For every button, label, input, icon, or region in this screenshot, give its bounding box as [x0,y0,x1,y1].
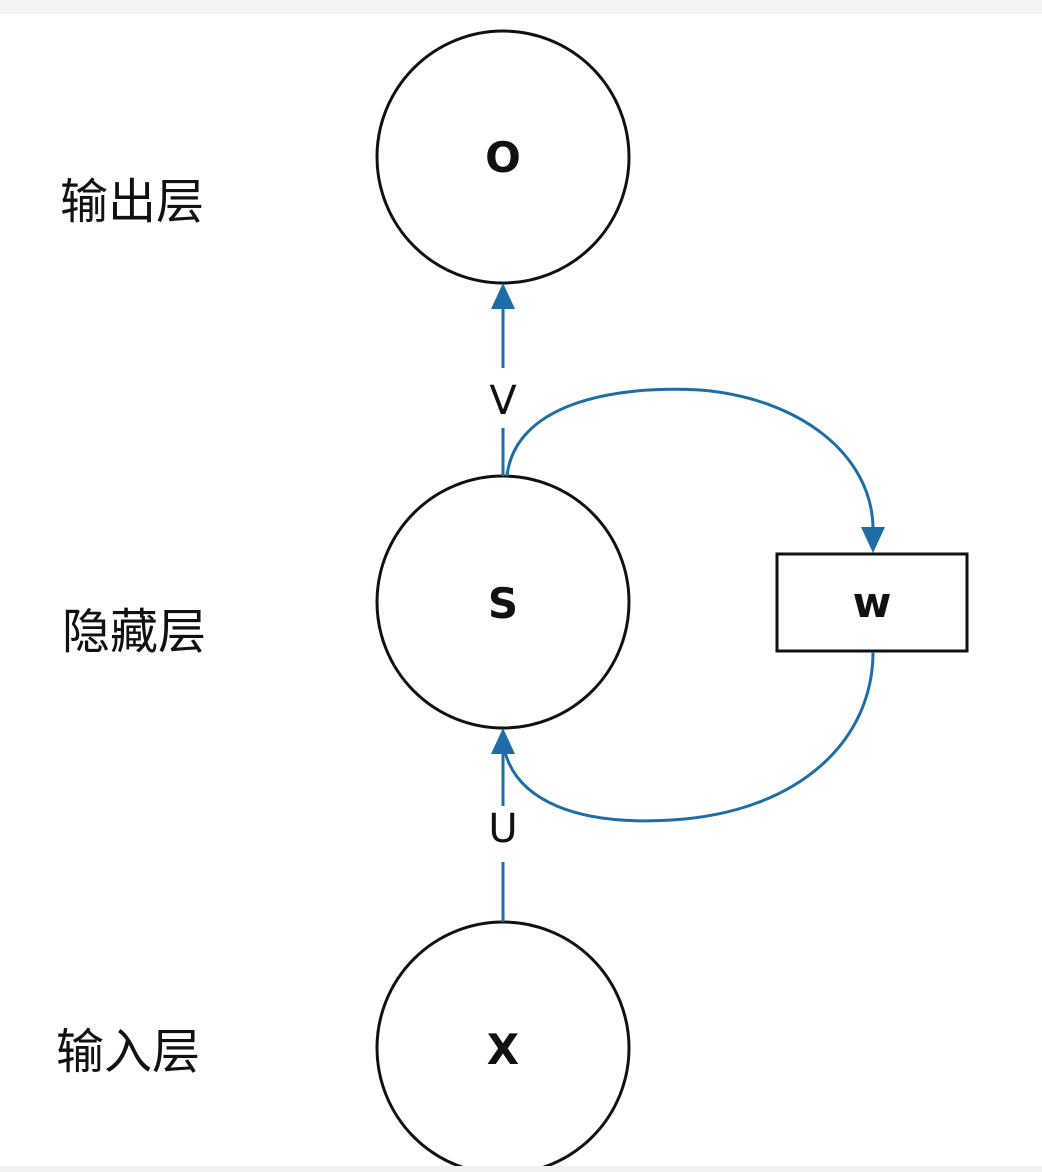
edge-label-v: V [489,378,517,424]
weight-box [775,552,969,653]
edge-label-u: U [488,806,517,852]
hidden-layer-label: 隐藏层 [62,604,206,660]
top-strip [0,0,1042,14]
arrow-to-hidden-icon [491,728,515,754]
output-node-label: O [485,133,521,182]
weight-box-label: w [853,578,892,627]
output-layer-label: 输出层 [60,174,204,230]
edge-w-to-hidden [503,651,875,823]
bottom-strip [0,1166,1042,1172]
arrow-to-w-icon [861,527,885,553]
input-layer-label: 输入层 [56,1024,200,1080]
edge-hidden-to-w [505,387,875,529]
hidden-node-label: S [488,579,518,628]
arrow-to-output-icon [491,283,515,309]
input-node-label: X [487,1025,519,1074]
